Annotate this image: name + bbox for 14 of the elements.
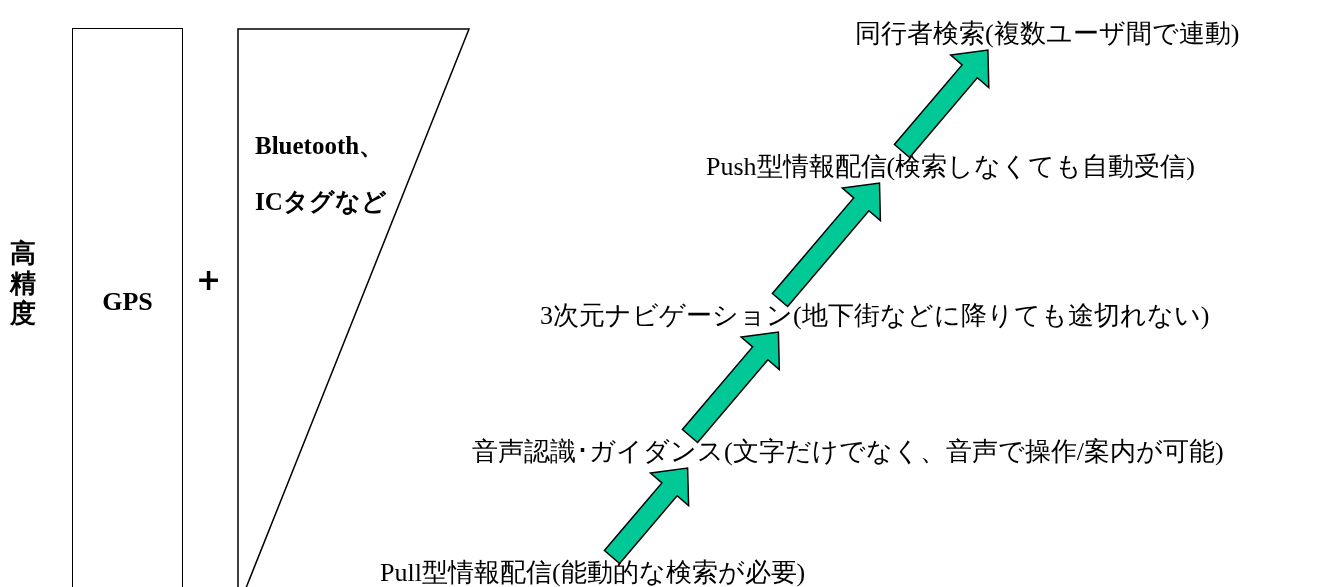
step-text: 同行者検索(複数ユーザ間で連動) — [855, 18, 1240, 50]
axis-label: 高精度 — [10, 238, 37, 328]
block-arrow — [603, 467, 690, 565]
plus-sign: + — [196, 262, 222, 298]
step-text: 3次元ナビゲーション(地下街などに降りても途切れない) — [540, 300, 1210, 332]
block-arrow — [893, 49, 990, 159]
shape-label: Bluetooth、ICタグなど — [255, 131, 388, 217]
block-arrow — [771, 182, 882, 308]
block-arrow — [681, 331, 781, 444]
column-box — [72, 28, 183, 587]
step-text: Push型情報配信(検索しなくても自動受信) — [706, 151, 1195, 183]
step-text: 音声認識･ガイダンス(文字だけでなく、音声で操作/案内が可能) — [472, 436, 1224, 468]
step-text: Pull型情報配信(能動的な検索が必要) — [380, 557, 806, 587]
box-label: GPS — [101, 286, 154, 318]
